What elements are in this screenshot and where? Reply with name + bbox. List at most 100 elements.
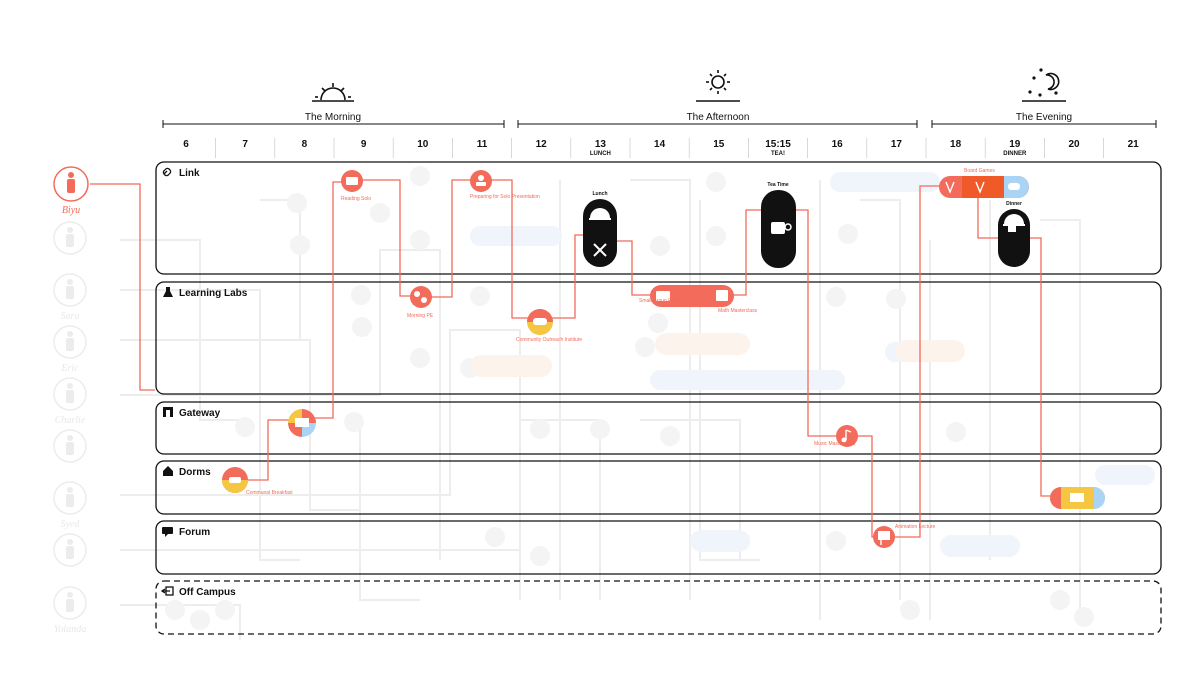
zone-box [155,460,1162,515]
biyu-avatar[interactable] [53,166,89,202]
chat-bubble-icon [162,527,173,537]
preparing-solo-label: Preparing for Solo Presentation [470,194,540,200]
zone-label: Dorms [179,467,211,478]
person-name: Eric [60,363,79,374]
exit-icon [160,586,174,596]
reading-solo-node[interactable] [341,170,363,192]
zone-box [155,520,1162,575]
period-evening-label: The Evening [1016,112,1072,123]
hour-label: 12 [536,139,548,150]
zone-label: Gateway [179,408,221,419]
hour-label: 7 [242,139,248,150]
person-avatar[interactable] [53,586,87,620]
hour-label: 16 [832,139,844,150]
period-afternoon-label: The Afternoon [687,112,750,123]
dorms-evening-node[interactable] [1050,487,1105,509]
small-group-label: Small Group Presentation [639,298,696,304]
music-masterclass-node[interactable] [836,425,858,447]
tea-time-node[interactable] [761,190,796,268]
reading-solo-label: Reading Solo [341,196,371,202]
zone-forum: Forum [155,520,1162,575]
dinner-label: Dinner [1006,201,1022,207]
animation-lecture-node[interactable] [873,526,895,548]
hour-sublabel: TEA! [771,151,785,157]
lunch-label: Lunch [593,191,608,197]
faded-other-routes [120,166,1155,640]
hour-label: 13 [595,139,607,150]
person-avatar[interactable] [53,429,87,463]
day-periods-header: The Morning The Afternoon The Evening 6 7… [162,68,1157,158]
morning-pe-label: Morning PE [407,313,434,319]
person-name: Yolanda [54,624,86,635]
gateway-arch-icon [163,407,173,417]
zone-off-campus: Off Campus [155,580,1162,635]
music-masterclass-label: Music Masterclass [814,441,856,447]
person-avatar[interactable] [53,533,87,567]
zone-dorms: Dorms [155,460,1162,515]
gateway-arrival-node[interactable] [288,409,316,437]
person-name: Charlie [55,415,86,426]
board-games-label: Board Games [964,168,995,174]
tea-time-label: Tea Time [767,182,788,188]
hour-label: 11 [477,139,488,150]
sun-icon [696,70,740,102]
zone-label: Learning Labs [179,288,248,299]
hour-label: 15 [713,139,725,150]
communal-breakfast-node[interactable] [222,467,248,493]
zone-box [155,281,1162,395]
community-outreach-label: Community Outreach Institute [516,337,582,343]
zone-box [155,161,1162,275]
zone-link: Link [155,161,1162,275]
link-icon [162,167,172,177]
board-games-node[interactable] [939,176,1029,198]
flask-icon [163,287,173,297]
hour-label: 14 [654,139,666,150]
zone-label: Off Campus [179,587,236,598]
hour-label: 17 [891,139,903,150]
community-outreach-node[interactable] [527,309,553,335]
hour-label: 10 [417,139,429,150]
zone-learning-labs: Learning Labs [155,281,1162,395]
person-avatar[interactable] [53,273,87,307]
small-group-math-node[interactable] [650,285,734,307]
zone-label: Link [179,168,200,179]
dinner-node[interactable] [998,209,1030,267]
hour-label: 19 [1009,139,1021,150]
house-icon [163,466,173,476]
moon-icon [1022,68,1066,102]
person-avatar[interactable] [53,377,87,411]
hour-label: 18 [950,139,962,150]
person-avatar[interactable] [53,481,87,515]
activity-nodes: Communal Breakfast Reading Solo Morning … [222,168,1105,548]
hour-label: 20 [1068,139,1080,150]
hour-label: 6 [183,139,189,150]
zone-gateway: Gateway [155,401,1162,455]
animation-lecture-label: Animation Lecture [895,524,936,530]
person-name: Biyu [62,205,80,216]
hour-label: 9 [361,139,367,150]
person-avatar[interactable] [53,325,87,359]
hour-label: 8 [302,139,308,150]
preparing-solo-node[interactable] [470,170,492,192]
zone-box [155,401,1162,455]
zone-label: Forum [179,527,210,538]
lunch-node[interactable] [583,199,617,267]
person-name: Sara [61,311,80,322]
hour-sublabel: LUNCH [590,151,611,157]
hour-label: 15:15 [765,139,791,150]
person-name: Syed [61,519,81,530]
math-masterclass-label: Math Masterclass [718,308,758,314]
communal-breakfast-label: Communal Breakfast [246,490,293,496]
hour-label: 21 [1128,139,1140,150]
hour-sublabel: DINNER [1003,151,1027,157]
sunrise-icon [312,83,354,102]
person-avatar[interactable] [53,221,87,255]
morning-pe-node[interactable] [410,286,432,308]
period-morning-label: The Morning [305,112,361,123]
zone-box [155,580,1162,635]
